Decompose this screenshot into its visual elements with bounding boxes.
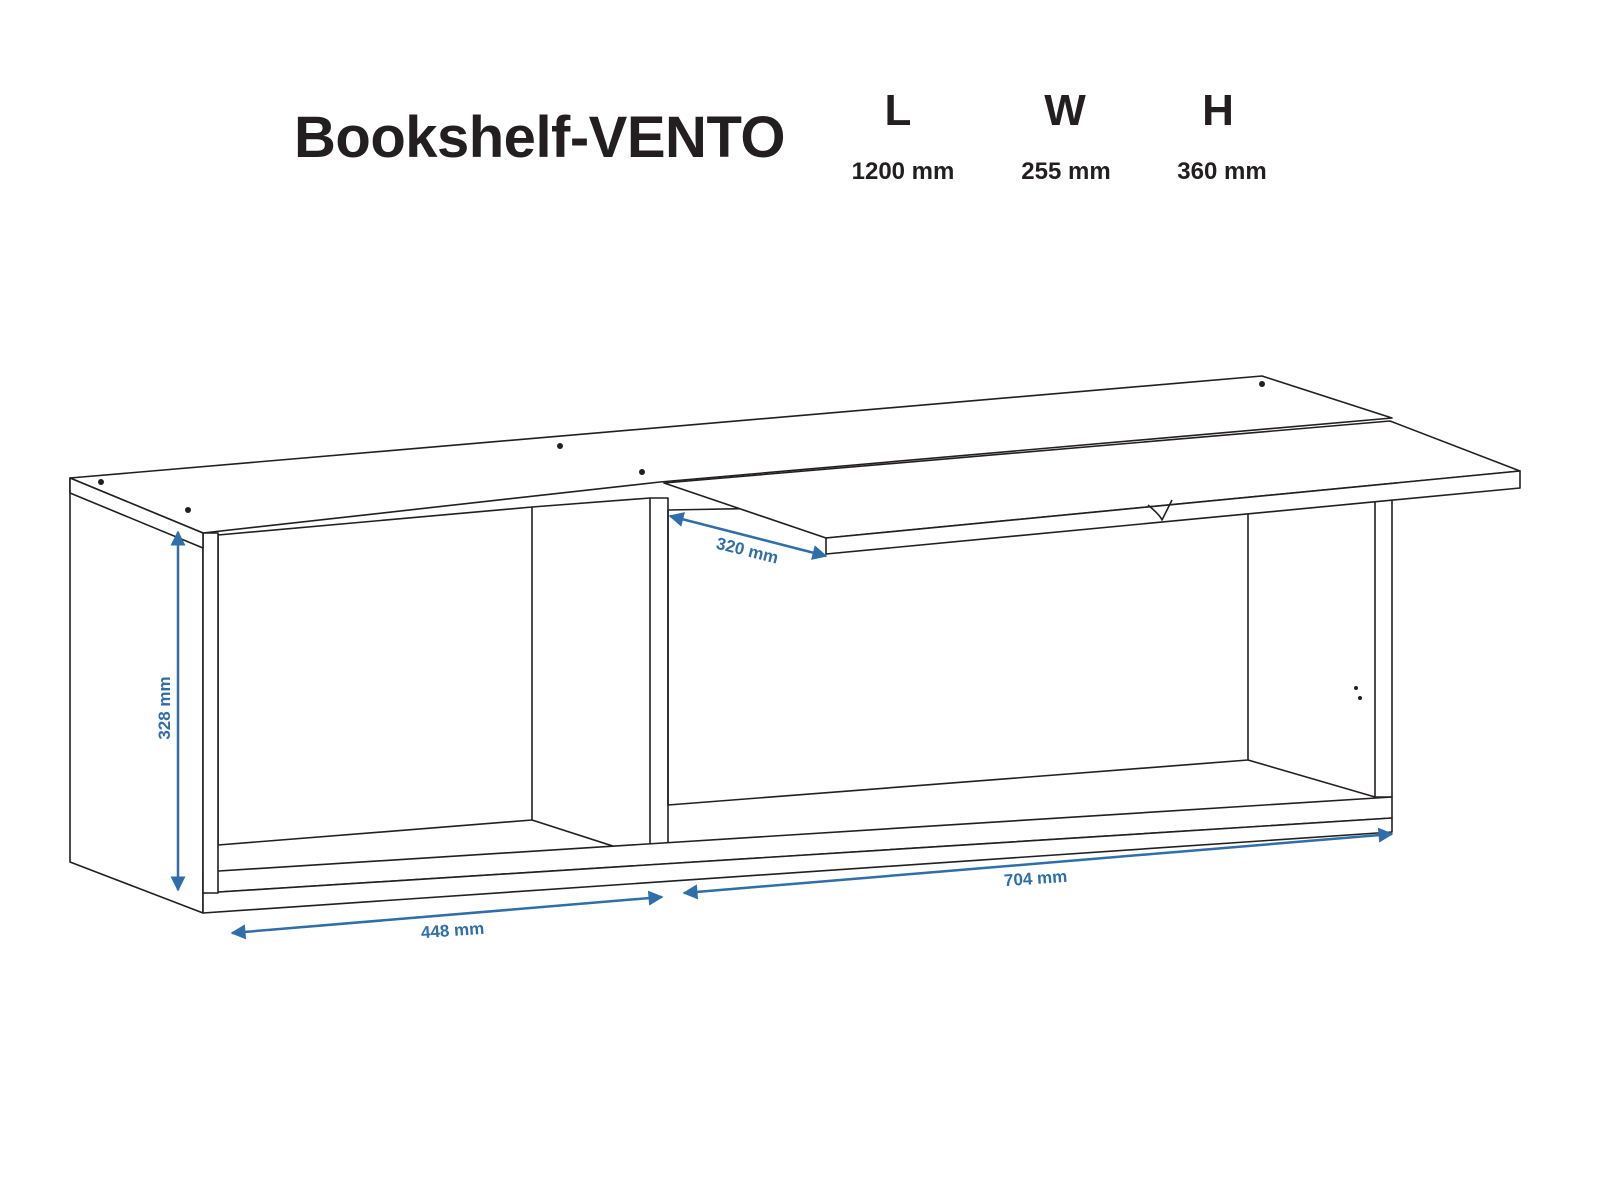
- dimension-height-measure: 328 mm: [155, 530, 186, 892]
- left-compartment-label: 448 mm: [420, 919, 484, 942]
- screw-hole: [639, 469, 645, 475]
- bottom-board: [202, 796, 1393, 894]
- height-label: 328 mm: [155, 676, 174, 739]
- screw-hole: [98, 479, 104, 485]
- right-panel-bottom-edge: [1247, 759, 1376, 798]
- divider-top-edge: [531, 497, 651, 508]
- shelf-notch: [1147, 499, 1173, 521]
- right-compartment-label: 704 mm: [1003, 867, 1067, 890]
- dimension-right-compartment-measure: 704 mm: [682, 827, 1394, 900]
- dimension-letter-length: L: [884, 86, 912, 135]
- right-compartment-arrow: [682, 827, 1394, 900]
- dimension-value-width: 255 mm: [1021, 158, 1111, 185]
- screw-hole: [185, 507, 191, 513]
- right-side-panel: [1374, 496, 1393, 798]
- front-frame-left: [202, 532, 219, 894]
- dimension-letter-width: W: [1044, 86, 1086, 135]
- dimension-letter-height: H: [1202, 86, 1234, 135]
- left-compartment-arrow: [230, 890, 664, 940]
- depth-arrow: [668, 512, 828, 560]
- dimension-value-height: 360 mm: [1177, 158, 1267, 185]
- screw-hole: [1259, 381, 1265, 387]
- screw-hole: [557, 443, 563, 449]
- screw-hole: [1358, 696, 1362, 700]
- screw-hole: [1354, 686, 1358, 690]
- page-title: Bookshelf-VENTO: [294, 105, 785, 170]
- depth-label: 320 mm: [714, 534, 780, 568]
- middle-divider: [649, 497, 669, 859]
- left-side-panel: [69, 477, 204, 914]
- shelf-body: [69, 375, 1521, 914]
- left-compartment-back: [217, 506, 533, 846]
- dimension-left-compartment-measure: 448 mm: [230, 890, 664, 942]
- top-board-front: [69, 477, 204, 549]
- dimension-value-length: 1200 mm: [851, 158, 955, 185]
